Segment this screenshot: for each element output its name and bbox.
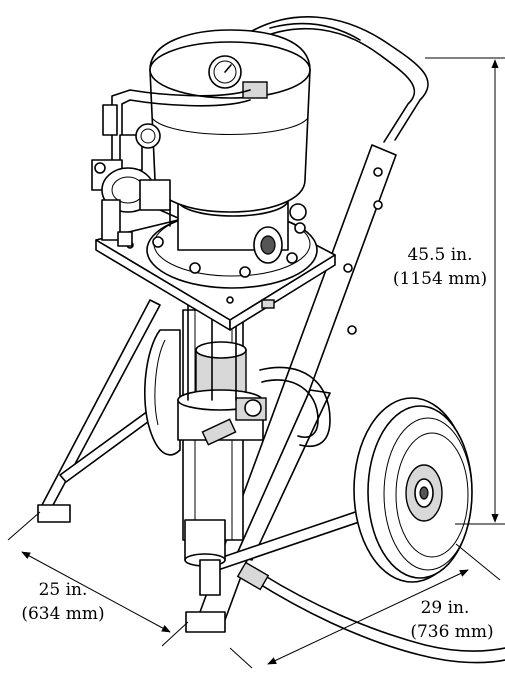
width-metric-label: (736 mm) <box>410 622 493 642</box>
pressure-gauge-top <box>208 55 268 99</box>
air-regulator <box>91 104 171 247</box>
height-dimension <box>425 57 505 525</box>
depth-metric-label: (634 mm) <box>21 604 104 624</box>
width-dimension <box>229 543 501 669</box>
cart-handle <box>247 16 429 143</box>
height-metric-label: (1154 mm) <box>393 269 487 289</box>
cart-wheel <box>353 397 473 583</box>
width-value-label: 29 in. <box>421 598 470 618</box>
height-value-label: 45.5 in. <box>407 245 472 265</box>
cart-frame-front <box>185 144 425 633</box>
suction-hose <box>259 366 331 447</box>
air-inlet-pipe <box>111 89 251 161</box>
rear-wheel <box>144 329 181 456</box>
depth-dimension <box>7 511 189 647</box>
fluid-hose <box>249 573 505 664</box>
pump-lower <box>177 299 270 596</box>
depth-value-label: 25 in. <box>39 580 88 600</box>
